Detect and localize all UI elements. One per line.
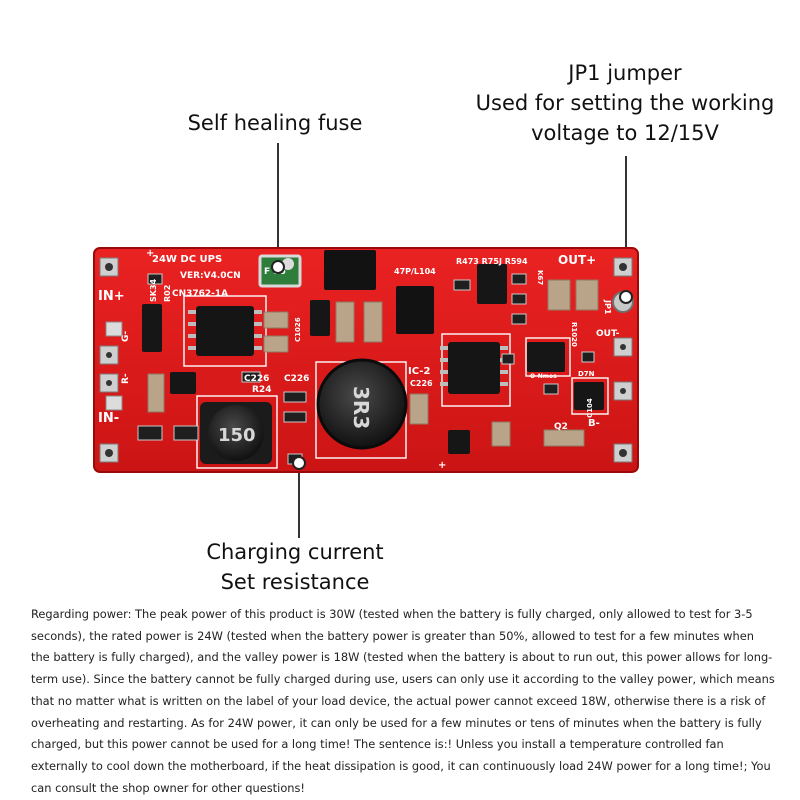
jumper-callout-title: JP1 jumper <box>568 61 682 85</box>
silk-res-row: R473 R75J R594 <box>456 257 528 266</box>
mosfet-top <box>324 250 376 290</box>
jumper-leader-dot <box>619 290 633 304</box>
diode-sk34 <box>396 286 434 334</box>
fuse-marking <box>282 258 294 270</box>
silk-r24: R24 <box>252 385 271 395</box>
resistor-callout: Charging current Set resistance <box>170 537 420 597</box>
silk-in-plus: IN+ <box>98 289 125 304</box>
schottky-diode-left <box>142 304 162 352</box>
power-description: Regarding power: The peak power of this … <box>31 604 776 799</box>
silk-ic1: CN3762-1A <box>172 289 228 299</box>
silk-plus-2: + <box>438 460 446 471</box>
silk-c104: C104 <box>586 398 594 418</box>
silk-b-minus: B- <box>588 418 600 429</box>
silk-r1020: R1020 <box>570 322 578 347</box>
pcb-board: 24W DC UPS VER:V4.0CN CN3762-1A IN+ IN- … <box>93 247 639 473</box>
resistor-callout-line2: Set resistance <box>220 570 370 594</box>
jumper-callout-line3: voltage to 12/15V <box>531 121 719 145</box>
silk-c1026: C1026 <box>294 317 302 342</box>
inductor-3r3-label: 3R3 <box>349 386 373 429</box>
pcb-board-photo: 24W DC UPS VER:V4.0CN CN3762-1A IN+ IN- … <box>92 244 642 476</box>
silk-c226b: C226 <box>284 374 309 384</box>
transistor-left <box>170 372 196 394</box>
silk-ic2: IC-2 <box>408 366 430 377</box>
silk-out-minus: OUT- <box>596 329 620 339</box>
silk-out-plus: OUT+ <box>558 253 596 267</box>
silk-sk34: SK34 <box>149 278 158 302</box>
resistor-leader-dot <box>292 456 306 470</box>
inductor-150-label: 150 <box>218 425 256 446</box>
silk-version: VER:V4.0CN <box>180 271 241 281</box>
jumper-leader-line <box>625 156 627 301</box>
input-contact-pads <box>105 321 123 411</box>
transistor-bottom <box>448 430 470 454</box>
mosfet-right-2 <box>574 382 604 410</box>
silk-k67: K67 <box>536 270 544 285</box>
silkscreen-text: 24W DC UPS VER:V4.0CN CN3762-1A IN+ IN- … <box>98 248 620 471</box>
smd-resistors <box>137 273 595 465</box>
silk-c226a: C226 <box>244 374 269 384</box>
fuse-callout-text: Self healing fuse <box>187 111 363 135</box>
silk-r-minus: R- <box>121 373 131 384</box>
transistor-top <box>477 264 507 304</box>
mosfet-right-1 <box>527 342 565 372</box>
diode-mid <box>310 300 330 336</box>
silk-in-minus: IN- <box>98 411 119 426</box>
smd-capacitors <box>147 279 599 447</box>
resistor-callout-line1: Charging current <box>206 540 384 564</box>
silk-plus: + <box>146 248 154 259</box>
pad-holes <box>105 263 627 457</box>
resistor-leader-line <box>298 466 300 538</box>
fuse-callout: Self healing fuse <box>160 108 390 138</box>
silk-l104: 47P/L104 <box>394 267 436 276</box>
inductor-3r3 <box>316 358 408 450</box>
ic1-pins <box>188 310 262 350</box>
ic1-chip <box>196 306 254 356</box>
silkscreen-rotated-text: SK34 R02 G- R- JP1 R1020 C104 C1026 K67 <box>121 270 612 418</box>
silk-q2: Q2 <box>554 422 568 432</box>
fuse-leader-line <box>277 143 279 271</box>
silk-title: 24W DC UPS <box>152 254 222 265</box>
jumper-callout: JP1 jumper Used for setting the working … <box>470 58 780 148</box>
inductor-150 <box>208 405 264 461</box>
silk-g-minus: G- <box>121 331 131 342</box>
silk-jp1: JP1 <box>603 299 612 315</box>
silk-nmos: O-Nmos <box>530 373 557 380</box>
fuse-leader-dot <box>271 260 285 274</box>
ic2-chip <box>448 342 500 394</box>
silk-c226c: C226 <box>410 379 433 388</box>
power-description-text: Regarding power: The peak power of this … <box>31 607 775 795</box>
silk-d7n: D7N <box>578 370 595 378</box>
jumper-callout-line2: Used for setting the working <box>475 91 775 115</box>
silk-r02: R02 <box>163 285 172 302</box>
